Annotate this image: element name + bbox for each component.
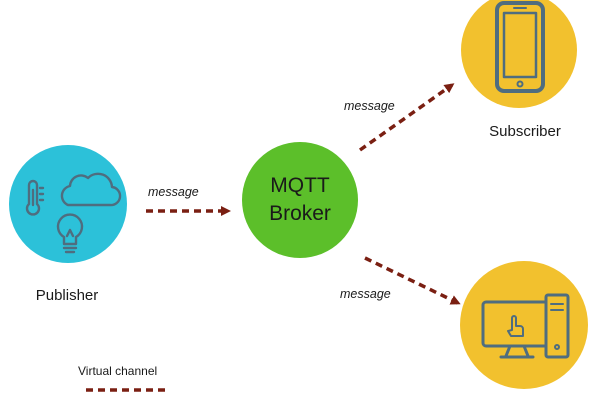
legend-label: Virtual channel xyxy=(78,364,157,378)
lightbulb-icon xyxy=(56,213,84,254)
subscriber2-node xyxy=(460,261,588,389)
smartphone-icon xyxy=(495,1,545,93)
message-label-publisher: message xyxy=(148,185,199,199)
publisher-label: Publisher xyxy=(36,287,99,304)
subscriber-circle xyxy=(461,0,577,108)
legend: Virtual channel xyxy=(78,364,166,392)
broker-title-line2: Broker xyxy=(269,202,331,225)
broker-node: MQTT Broker xyxy=(242,142,358,258)
message-label-subscriber2: message xyxy=(340,287,391,301)
cloud-icon xyxy=(60,172,122,207)
subscriber-node xyxy=(461,0,577,108)
publisher-node xyxy=(9,145,127,263)
message-label-subscriber: message xyxy=(344,99,395,113)
broker-title-line1: MQTT xyxy=(270,174,330,197)
broker-to-subscriber-arrow xyxy=(358,83,455,152)
thermometer-icon xyxy=(25,179,45,216)
desktop-computer-icon xyxy=(481,293,570,359)
broker-circle xyxy=(242,142,358,258)
subscriber-label: Subscriber xyxy=(489,123,561,140)
broker-to-subscriber2-arrow xyxy=(364,256,461,305)
